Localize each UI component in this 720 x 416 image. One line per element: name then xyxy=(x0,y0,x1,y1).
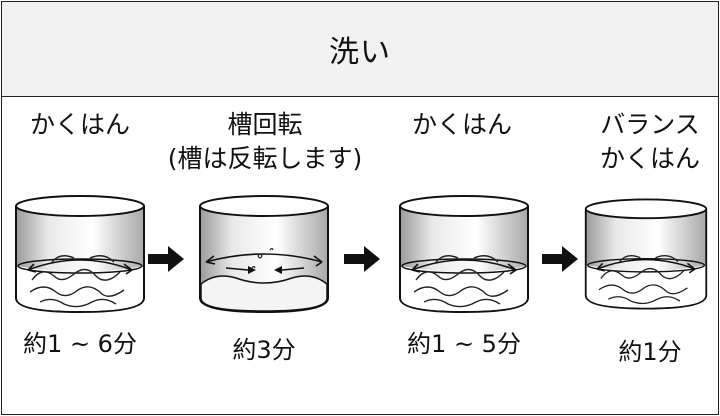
step-4-label-line-2: かくはん xyxy=(599,144,700,173)
drum-rotation-icon xyxy=(199,195,329,314)
step-3-label: かくはん xyxy=(392,108,532,142)
step-3-duration: 約1 ~ 5分 xyxy=(407,330,521,358)
step-4-duration: 約1分 xyxy=(618,338,682,366)
step-4-label-line-1: バランス xyxy=(600,110,700,139)
step-2-label: 槽回転 (槽は反転します) xyxy=(150,108,380,176)
header-band: 洗い xyxy=(2,2,718,97)
drum-agitation-icon xyxy=(15,195,145,314)
step-1-duration: 約1 ~ 6分 xyxy=(23,330,137,358)
step-2-duration: 約3分 xyxy=(232,336,296,364)
drum-agitation-icon xyxy=(399,195,529,314)
drum-agitation-icon xyxy=(584,198,708,310)
step-1-label: かくはん xyxy=(10,108,150,142)
right-arrow-icon xyxy=(344,246,380,272)
right-arrow-icon xyxy=(542,246,578,272)
step-3-label-line-1: かくはん xyxy=(411,110,512,139)
page-title: 洗い xyxy=(329,35,391,70)
step-4-label: バランス かくはん xyxy=(580,108,720,176)
right-arrow-icon xyxy=(148,246,184,272)
step-1-label-line-1: かくはん xyxy=(29,110,130,139)
step-2-label-line-1: 槽回転 xyxy=(227,110,303,139)
step-2-label-line-2: (槽は反転します) xyxy=(167,144,363,173)
